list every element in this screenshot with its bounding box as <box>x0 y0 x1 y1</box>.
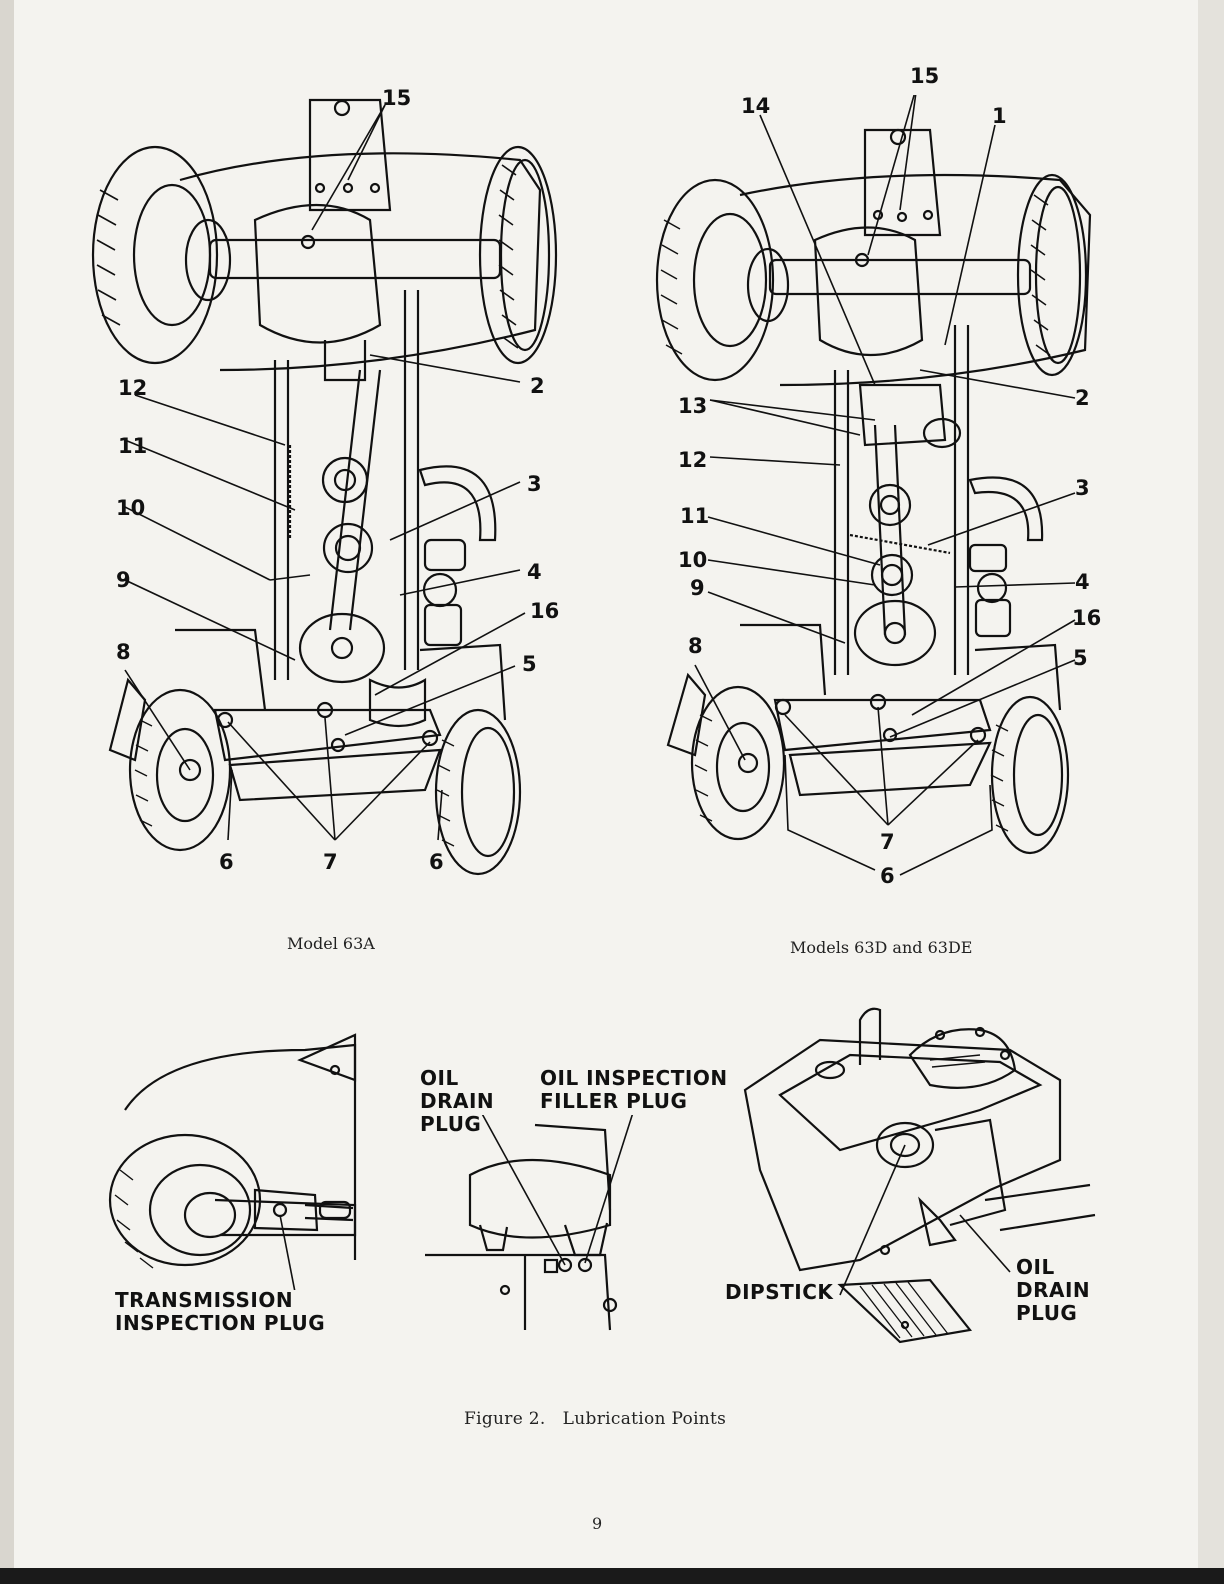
callout-2: 2 <box>1075 388 1090 409</box>
diagram-model-63a <box>80 70 560 900</box>
callout-2: 2 <box>530 376 545 397</box>
callout-12: 12 <box>118 378 147 399</box>
callout-8: 8 <box>688 636 703 657</box>
callout-6: 6 <box>219 852 234 873</box>
callout-10: 10 <box>678 550 707 571</box>
callout-13: 13 <box>678 396 707 417</box>
label-oil-inspection-filler-plug: OIL INSPECTION FILLER PLUG <box>540 1067 728 1113</box>
callout-15: 15 <box>382 88 411 109</box>
page-number: 9 <box>592 1514 602 1533</box>
callout-12: 12 <box>678 450 707 471</box>
callout-11: 11 <box>118 436 147 457</box>
caption-model-63d-63de: Models 63D and 63DE <box>790 938 972 957</box>
callout-5: 5 <box>522 654 537 675</box>
detail-engine-side <box>425 1115 640 1335</box>
callout-9: 9 <box>690 578 705 599</box>
callout-16: 16 <box>1072 608 1101 629</box>
callout-7: 7 <box>323 852 338 873</box>
callout-9: 9 <box>116 570 131 591</box>
callout-6: 6 <box>429 852 444 873</box>
label-dipstick: DIPSTICK <box>725 1281 833 1304</box>
callout-4: 4 <box>1075 572 1090 593</box>
callout-11: 11 <box>680 506 709 527</box>
callout-10: 10 <box>116 498 145 519</box>
callout-8: 8 <box>116 642 131 663</box>
callout-14: 14 <box>741 96 770 117</box>
callout-3: 3 <box>1075 478 1090 499</box>
callout-7: 7 <box>880 832 895 853</box>
callout-16: 16 <box>530 601 559 622</box>
figure-caption: Figure 2. Lubrication Points <box>464 1409 726 1429</box>
engine-side-drawing <box>425 1115 640 1335</box>
callout-6: 6 <box>880 866 895 887</box>
callout-1: 1 <box>992 106 1007 127</box>
callout-3: 3 <box>527 474 542 495</box>
label-transmission-inspection-plug: TRANSMISSION INSPECTION PLUG <box>115 1289 325 1335</box>
detail-transmission <box>105 1030 365 1290</box>
label-oil-drain-plug: OIL DRAIN PLUG <box>420 1067 494 1136</box>
callout-5: 5 <box>1073 648 1088 669</box>
callout-4: 4 <box>527 562 542 583</box>
diagram-model-63d-63de <box>650 95 1120 885</box>
label-oil-drain-plug-engine: OIL DRAIN PLUG <box>1016 1256 1090 1325</box>
callout-15: 15 <box>910 66 939 87</box>
tractor-underside-drawing-63a <box>80 70 560 900</box>
caption-model-63a: Model 63A <box>287 934 375 953</box>
transmission-drawing <box>105 1030 365 1290</box>
tractor-underside-drawing-63d <box>650 95 1120 885</box>
